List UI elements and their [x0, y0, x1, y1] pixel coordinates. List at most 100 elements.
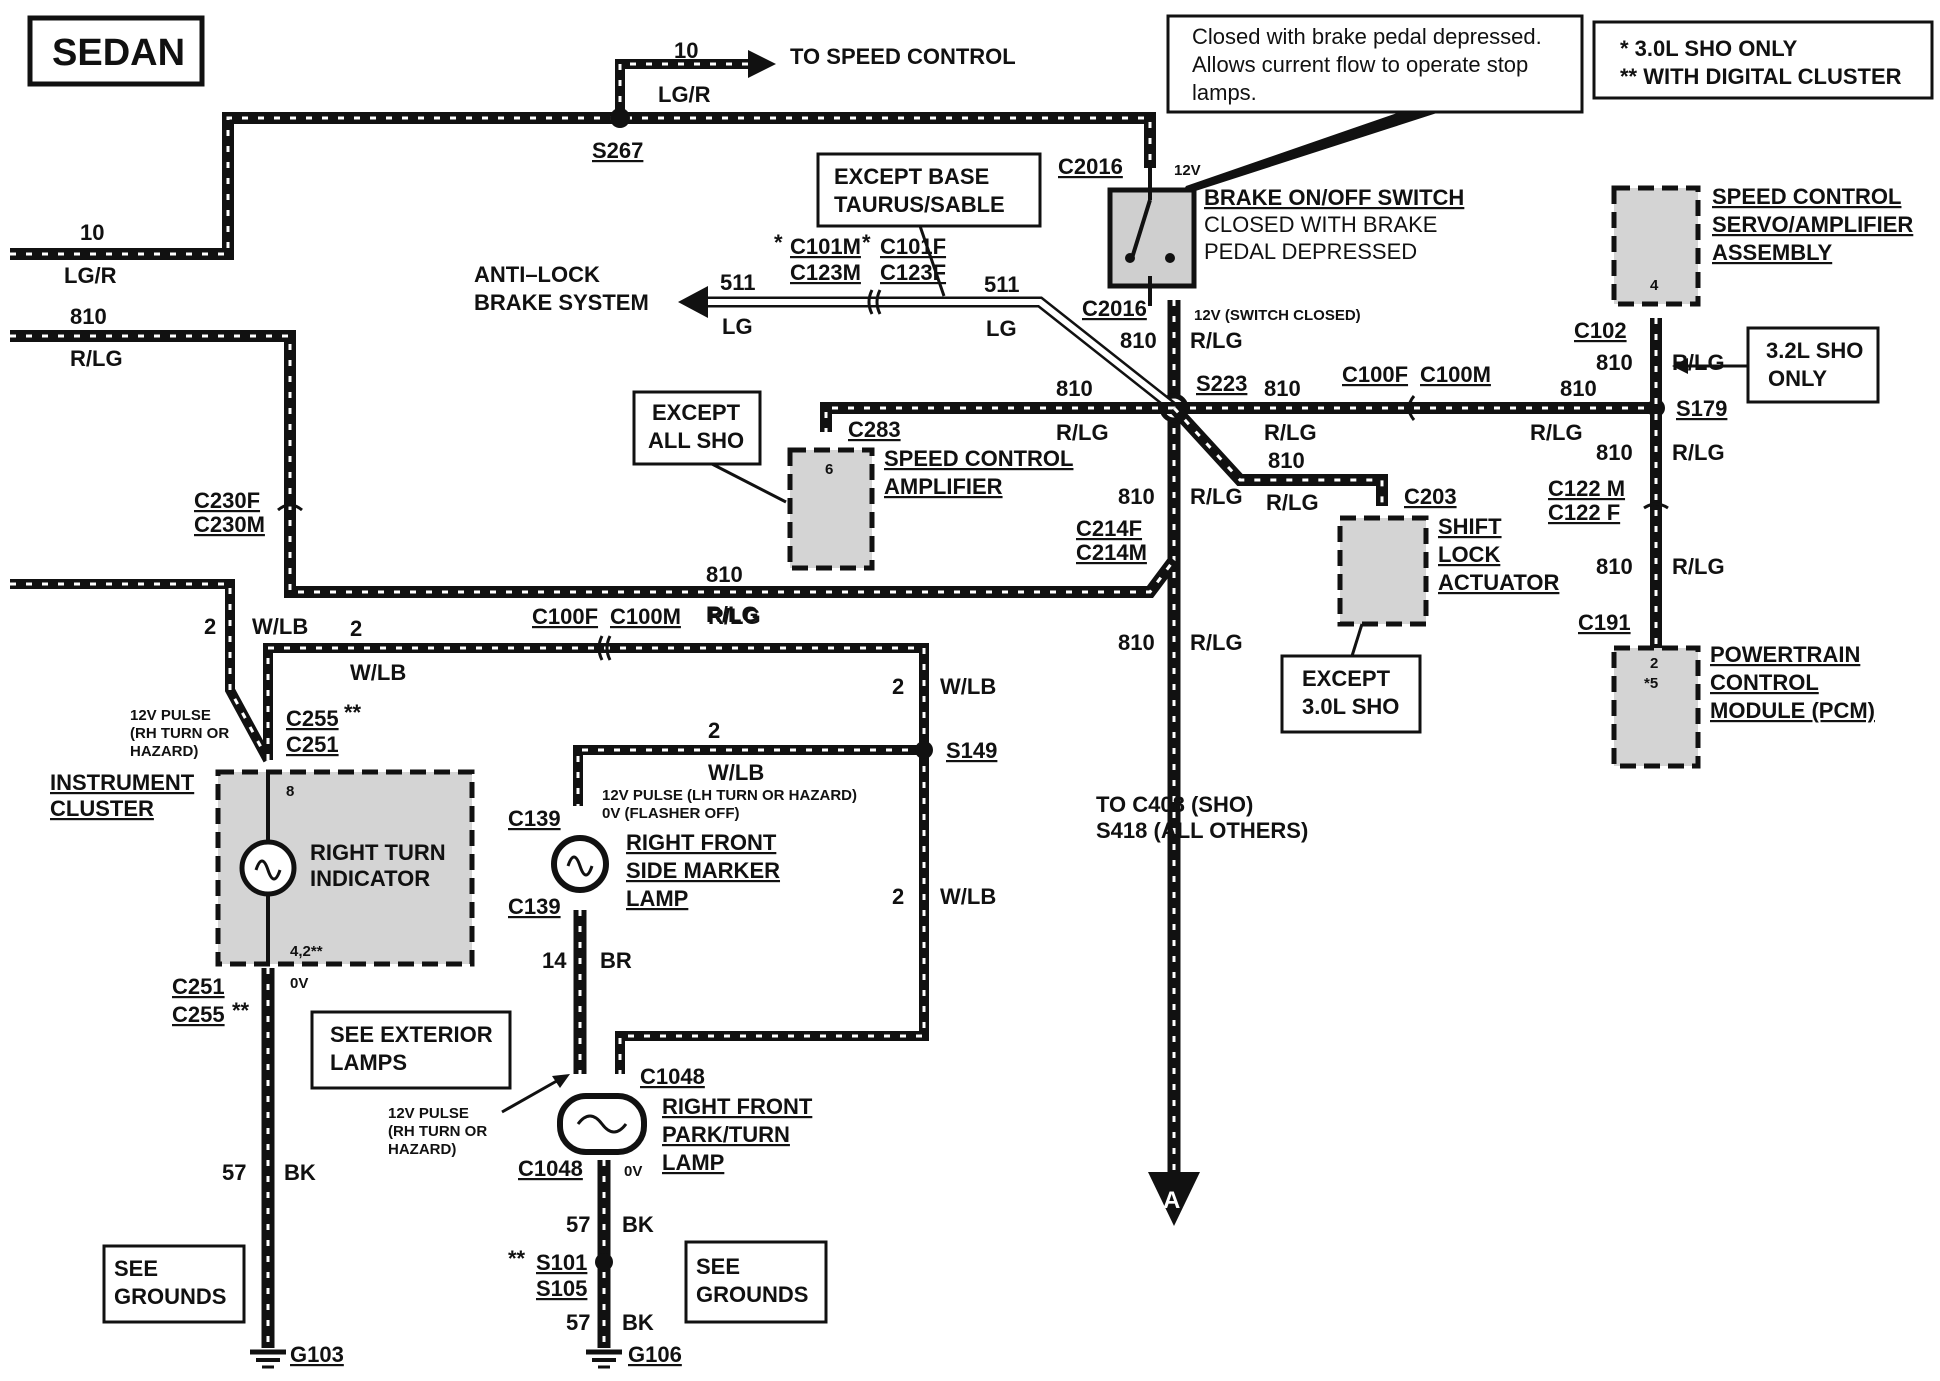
- c123m-label: C123M: [790, 260, 861, 285]
- c230m-label: C230M: [194, 512, 265, 537]
- diagram-title: SEDAN: [52, 32, 185, 74]
- pcm-pin-2: 2: [1650, 655, 1658, 672]
- w810-down1-color: R/LG: [1190, 484, 1243, 509]
- w511-left-color: LG: [722, 314, 753, 339]
- except-30-sho-box: [1280, 654, 1422, 734]
- see-grounds-right-2: GROUNDS: [696, 1282, 808, 1307]
- splice-s149: [915, 741, 933, 759]
- park-turn-line-3: LAMP: [662, 1150, 724, 1175]
- s149-label: S149: [946, 738, 997, 763]
- w57-right-b-num: 57: [566, 1310, 590, 1335]
- see-grounds-left-1: SEE: [114, 1256, 158, 1281]
- to-speed-control: TO SPEED CONTROL: [790, 44, 1016, 69]
- w2-right-a-num: 2: [892, 674, 904, 699]
- c1048-bot-label: C1048: [518, 1156, 583, 1181]
- ov-park: 0V: [624, 1163, 642, 1180]
- see-grounds-right-box: [684, 1240, 828, 1324]
- pulse-rh-2: (RH TURN OR: [130, 725, 229, 742]
- servo-box: [1611, 185, 1701, 307]
- see-exterior-2: LAMPS: [330, 1050, 407, 1075]
- w10-top-color: LG/R: [658, 82, 711, 107]
- w810-s179-num: 810: [1560, 376, 1597, 401]
- dstar-c255-bot: **: [232, 998, 250, 1023]
- w2-top-num: 2: [350, 616, 362, 641]
- abs-line-2: BRAKE SYSTEM: [474, 290, 649, 315]
- w2-s149-num: 2: [708, 718, 720, 743]
- c139-bot-label: C139: [508, 894, 561, 919]
- park-turn-line-2: PARK/TURN: [662, 1122, 790, 1147]
- cluster-pin-42: 4,2**: [290, 943, 323, 960]
- c139-top-label: C139: [508, 806, 561, 831]
- to-c408-line-2: S418 (ALL OTHERS): [1096, 818, 1308, 843]
- wire-10-lgr: [10, 50, 1156, 260]
- except-all-sho-2: ALL SHO: [648, 428, 744, 453]
- w57-right-a-color: BK: [622, 1212, 654, 1237]
- see-grounds-left-2: GROUNDS: [114, 1284, 226, 1309]
- servo-line-3: ASSEMBLY: [1712, 240, 1833, 265]
- c251-bot-label: C251: [172, 974, 225, 999]
- w810-loop-color: R/LG: [706, 602, 759, 627]
- c101f-label: C101F: [880, 234, 946, 259]
- pcm-pin-5: *5: [1644, 675, 1658, 692]
- cluster-line-1: INSTRUMENT: [50, 770, 195, 795]
- side-marker-line-3: LAMP: [626, 886, 688, 911]
- pcm-line-2: CONTROL: [1710, 670, 1819, 695]
- except-base-line-2: TAURUS/SABLE: [834, 192, 1005, 217]
- pulse-rh-3: HAZARD): [130, 743, 198, 760]
- w810-c100-color: R/LG: [1264, 420, 1317, 445]
- cluster-line-2: CLUSTER: [50, 796, 154, 821]
- pulse-rh2-3: HAZARD): [388, 1141, 456, 1158]
- star-c101m: *: [774, 230, 783, 255]
- s105-label: S105: [536, 1276, 587, 1301]
- w810-brake-num: 810: [1120, 328, 1157, 353]
- pcm-line-1: POWERTRAIN: [1710, 642, 1860, 667]
- v12-label: 12V: [1174, 162, 1201, 179]
- c100f-mid-label: C100F: [532, 604, 598, 629]
- c251-top-label: C251: [286, 732, 339, 757]
- legend-line-1: * 3.0L SHO ONLY: [1620, 36, 1798, 61]
- except-all-sho-1: EXCEPT: [652, 400, 741, 425]
- dstar-s101: **: [508, 1246, 526, 1271]
- legend-box: [1592, 20, 1934, 100]
- dstar-c255-top: **: [344, 700, 362, 725]
- park-turn-line-1: RIGHT FRONT: [662, 1094, 813, 1119]
- s179-label: S179: [1676, 396, 1727, 421]
- c122f-label: C122 F: [1548, 500, 1620, 525]
- turn-indicator-line-2: INDICATOR: [310, 866, 430, 891]
- brake-switch-desc-1: CLOSED WITH BRAKE: [1204, 212, 1437, 237]
- except-30-sho-2: 3.0L SHO: [1302, 694, 1399, 719]
- w810-shift-num: 810: [1268, 448, 1305, 473]
- g103-label: G103: [290, 1342, 344, 1367]
- except-base-box: [816, 152, 1042, 228]
- ground-g103-symbol: [250, 1349, 286, 1369]
- turn-indicator-line-1: RIGHT TURN: [310, 840, 446, 865]
- side-marker-line-1: RIGHT FRONT: [626, 830, 777, 855]
- c2016-bot-label: C2016: [1082, 296, 1147, 321]
- except-all-sho-box: [632, 390, 762, 466]
- c101m-label: C101M: [790, 234, 861, 259]
- side-marker-line-2: SIDE MARKER: [626, 858, 780, 883]
- w10-top-num: 10: [674, 38, 698, 63]
- see-grounds-left-box: [102, 1244, 246, 1324]
- c214f-label: C214F: [1076, 516, 1142, 541]
- w2-right-a-color: W/LB: [940, 674, 996, 699]
- c100f-top-label: C100F: [1342, 362, 1408, 387]
- w10-left-color: LG/R: [64, 263, 117, 288]
- pulse-lh-1: 12V PULSE (LH TURN OR HAZARD): [602, 787, 857, 804]
- brake-note-box: [1166, 14, 1584, 114]
- g106-label: G106: [628, 1342, 682, 1367]
- c230f-label: C230F: [194, 488, 260, 513]
- except-30-sho-1: EXCEPT: [1302, 666, 1391, 691]
- w57-left-num: 57: [222, 1160, 246, 1185]
- see-grounds-right-1: SEE: [696, 1254, 740, 1279]
- ground-g106-symbol: [586, 1349, 622, 1369]
- except-base-line-1: EXCEPT BASE: [834, 164, 989, 189]
- w2-left-color: W/LB: [252, 614, 308, 639]
- w810-s179-color: R/LG: [1530, 420, 1583, 445]
- w2-s149-color: W/LB: [708, 760, 764, 785]
- w810-amp-color: R/LG: [1056, 420, 1109, 445]
- servo-line-2: SERVO/AMPLIFIER: [1712, 212, 1913, 237]
- speed-amp-line-1: SPEED CONTROL: [884, 446, 1073, 471]
